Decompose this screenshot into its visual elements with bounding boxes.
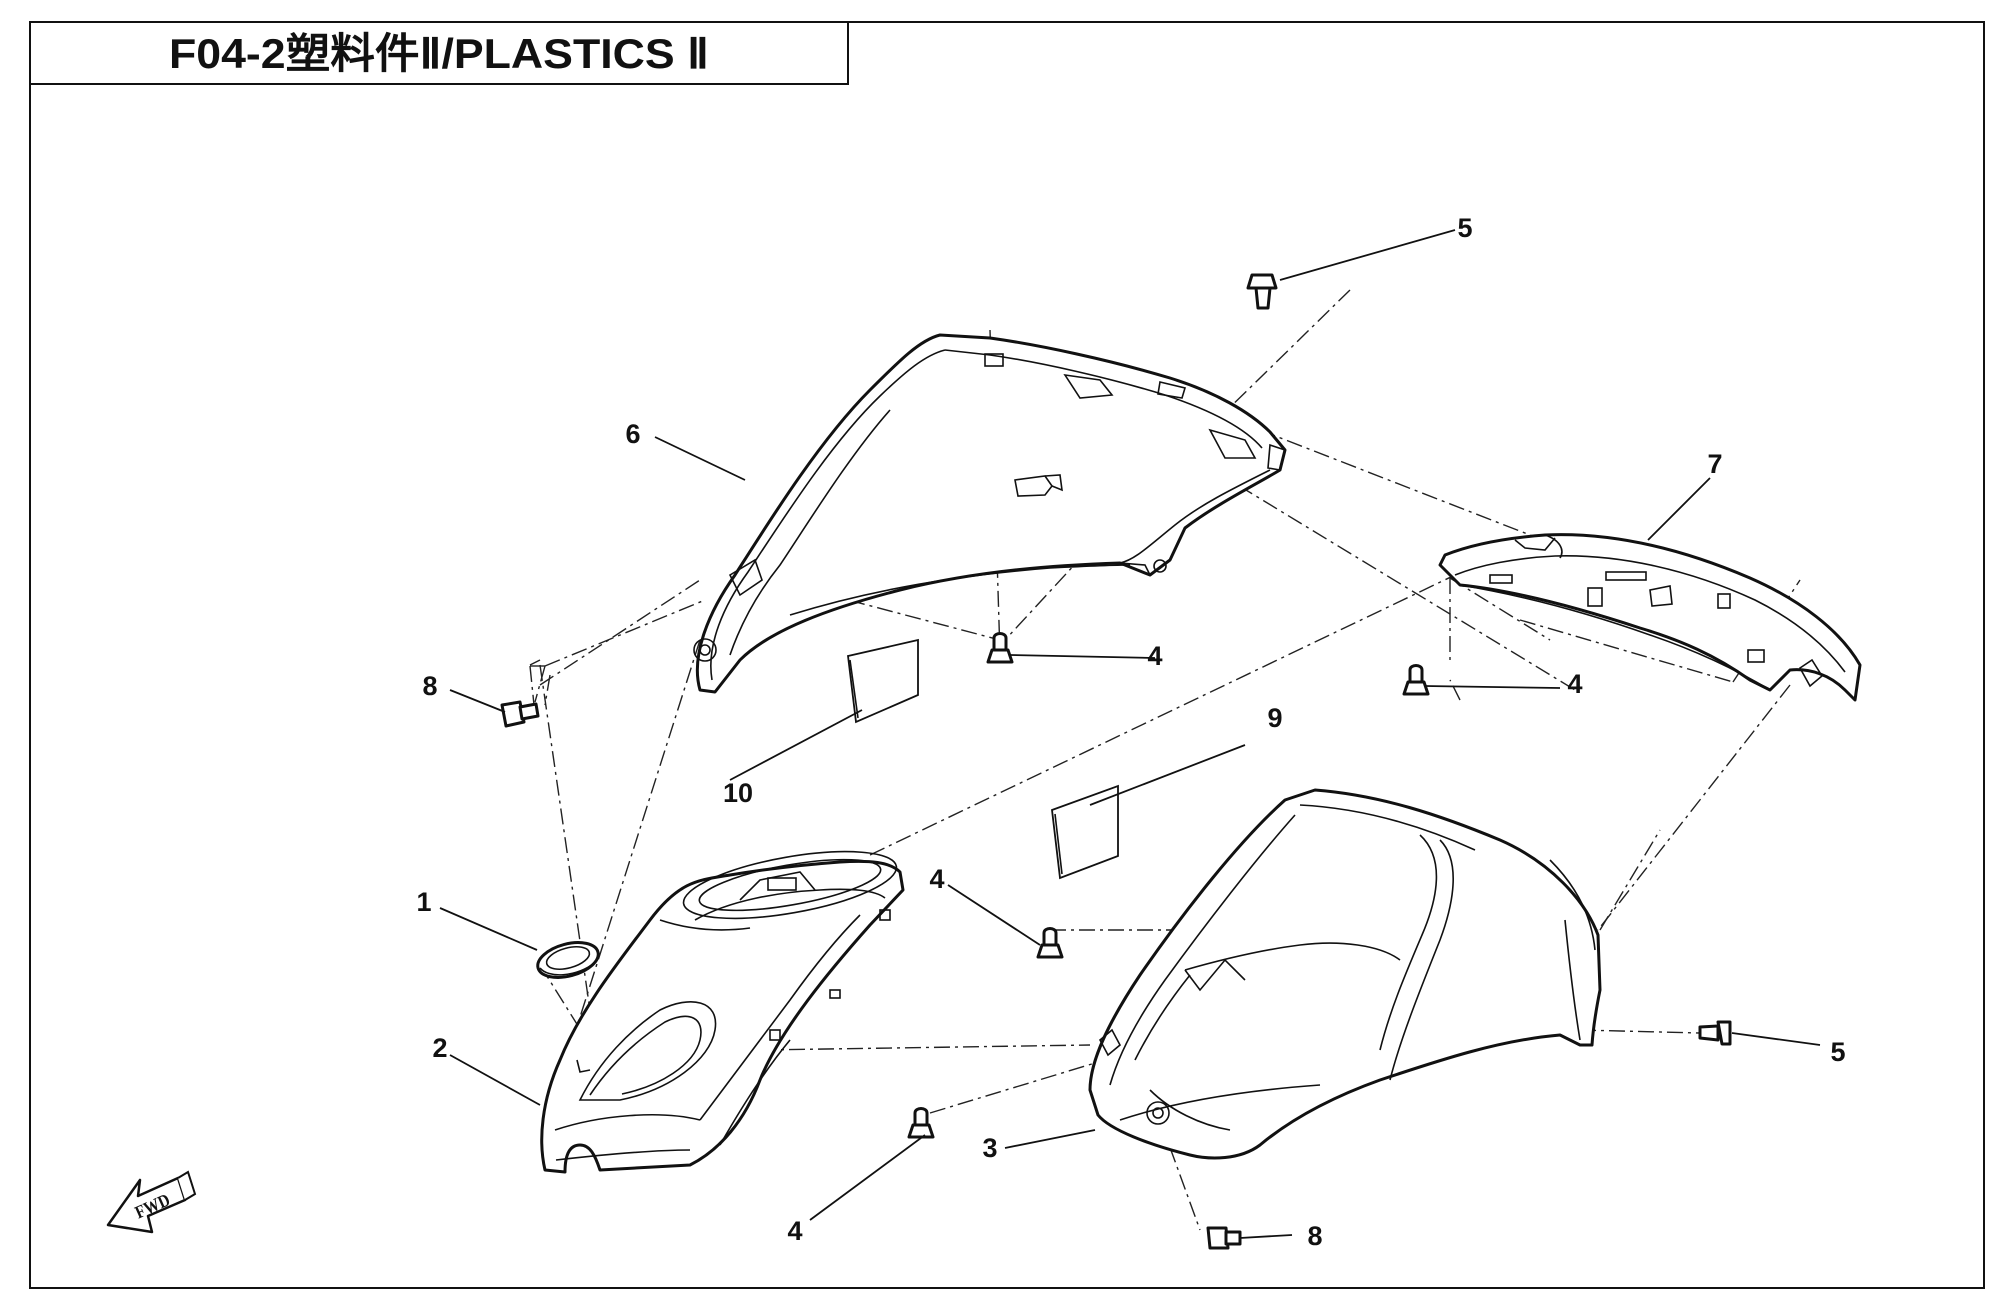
callout-8-bottom: 8 xyxy=(1307,1221,1322,1251)
callout-10: 10 xyxy=(723,778,753,808)
callout-7: 7 xyxy=(1707,449,1722,479)
drawing-frame xyxy=(29,21,1985,1289)
part-8-bolt-a xyxy=(500,700,540,728)
part-4-clip-c xyxy=(1036,927,1064,959)
part-8-bolt-b xyxy=(1206,1226,1242,1250)
callout-9: 9 xyxy=(1267,703,1282,733)
part-6-upper-cowl xyxy=(693,333,1287,694)
leader-lines xyxy=(439,229,1821,1239)
title-block xyxy=(29,21,849,85)
forward-direction-arrow: FWD xyxy=(106,1170,197,1234)
part-4-clip-d xyxy=(907,1107,935,1139)
part-4-clip-a xyxy=(986,632,1014,664)
callout-1: 1 xyxy=(416,887,431,917)
callout-8-left: 8 xyxy=(422,671,437,701)
part-4-clip-b xyxy=(1402,664,1430,696)
part-7-right-panel xyxy=(1438,533,1862,702)
callout-3: 3 xyxy=(982,1133,997,1163)
part-5-rivet-b xyxy=(1698,1020,1732,1046)
part-5-rivet-a xyxy=(1246,273,1278,310)
part-10-label xyxy=(847,638,919,724)
part-3-side-cover xyxy=(1088,788,1602,1160)
part-2-tank-cover xyxy=(540,850,905,1174)
diagram-title: F04-2塑料件Ⅱ/PLASTICS Ⅱ xyxy=(169,30,709,77)
part-9-label xyxy=(1051,784,1119,880)
part-1-grommet xyxy=(536,941,600,979)
callout-4-bottom: 4 xyxy=(787,1216,802,1246)
callout-5-top: 5 xyxy=(1457,213,1472,243)
callout-4-upper-left: 4 xyxy=(1147,641,1162,671)
callout-6: 6 xyxy=(625,419,640,449)
callouts: 5 6 7 4 4 8 9 10 4 1 5 2 3 4 8 xyxy=(416,213,1845,1251)
callout-4-middle: 4 xyxy=(929,864,944,894)
callout-4-upper-right: 4 xyxy=(1567,669,1582,699)
callout-5-right: 5 xyxy=(1830,1037,1845,1067)
callout-2: 2 xyxy=(432,1033,447,1063)
